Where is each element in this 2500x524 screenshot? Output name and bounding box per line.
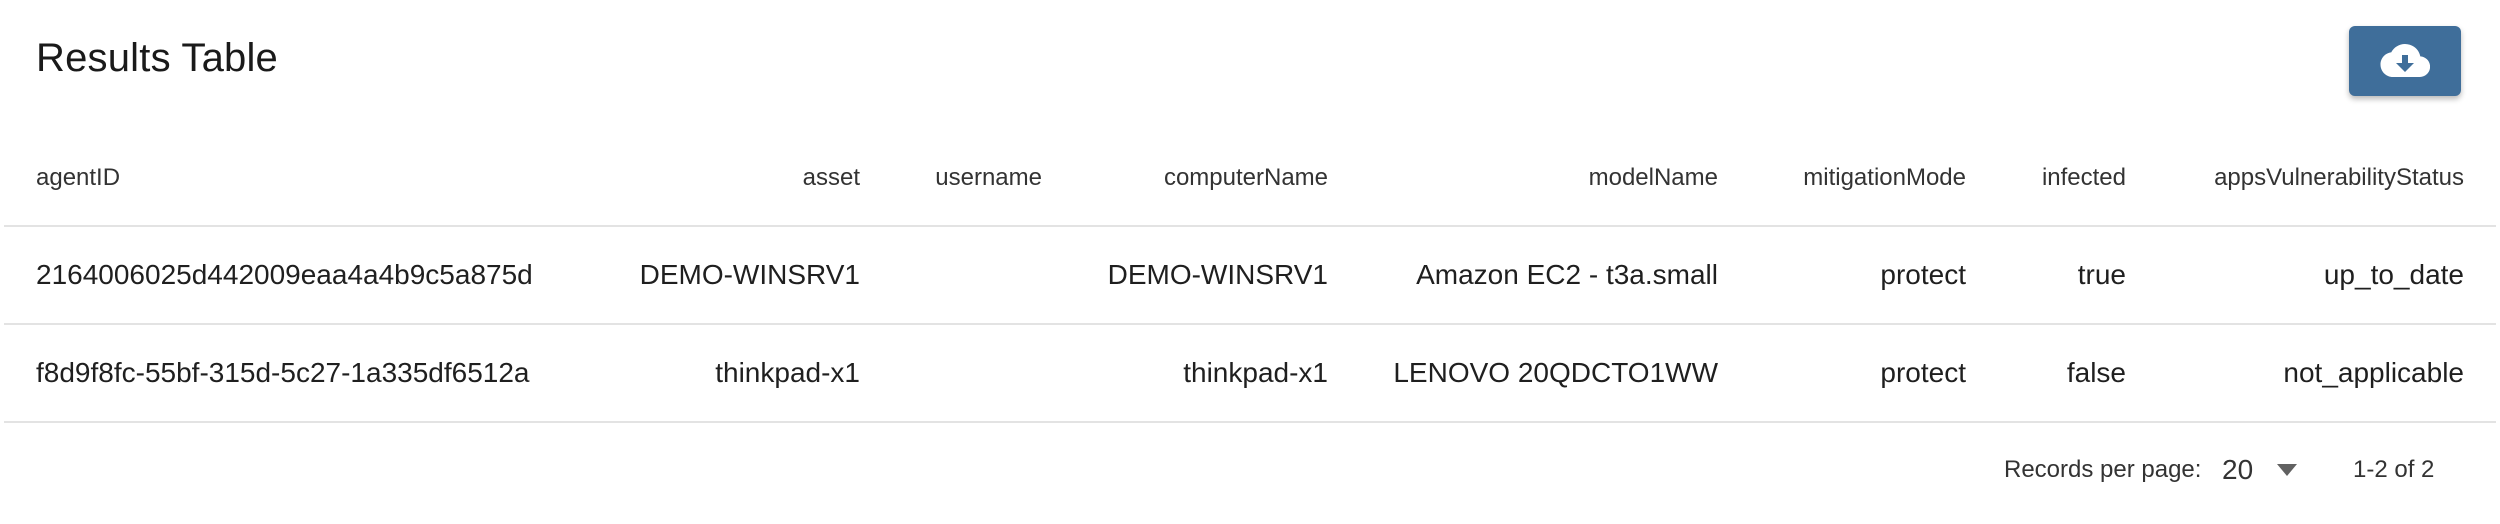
page-title: Results Table bbox=[36, 36, 278, 80]
cell-computername: DEMO-WINSRV1 bbox=[1074, 226, 1360, 325]
column-header-infected[interactable]: infected bbox=[1998, 130, 2158, 227]
column-header-asset[interactable]: asset bbox=[584, 130, 892, 227]
table-header-row: agentID asset username computerName mode… bbox=[4, 130, 2496, 227]
cell-agentid: f8d9f8fc-55bf-315d-5c27-1a335df6512a bbox=[4, 324, 584, 423]
download-button[interactable] bbox=[2349, 26, 2461, 96]
cell-modelname: LENOVO 20QDCTO1WW bbox=[1360, 324, 1750, 423]
column-header-appsvulnerabilitystatus[interactable]: appsVulnerabilityStatus bbox=[2158, 130, 2496, 227]
cell-asset: thinkpad-x1 bbox=[584, 324, 892, 423]
pagination-range: 1-2 of 2 bbox=[2353, 456, 2435, 483]
records-per-page-select[interactable]: 20 bbox=[2222, 450, 2298, 490]
column-header-agentid[interactable]: agentID bbox=[4, 130, 584, 227]
page-size-value: 20 bbox=[2222, 454, 2254, 485]
cell-mitigationmode: protect bbox=[1750, 324, 1998, 423]
table-row[interactable]: 2164006025d442009eaa4a4b9c5a875d DEMO-WI… bbox=[4, 226, 2496, 325]
cell-username bbox=[892, 324, 1074, 423]
column-header-username[interactable]: username bbox=[892, 130, 1074, 227]
cell-mitigationmode: protect bbox=[1750, 226, 1998, 325]
cell-infected: true bbox=[1998, 226, 2158, 325]
cloud-download-icon bbox=[2380, 44, 2430, 77]
table-row[interactable]: f8d9f8fc-55bf-315d-5c27-1a335df6512a thi… bbox=[4, 324, 2496, 423]
column-header-modelname[interactable]: modelName bbox=[1360, 130, 1750, 227]
cell-username bbox=[892, 226, 1074, 325]
column-header-mitigationmode[interactable]: mitigationMode bbox=[1750, 130, 1998, 227]
cell-asset: DEMO-WINSRV1 bbox=[584, 226, 892, 325]
column-header-computername[interactable]: computerName bbox=[1074, 130, 1360, 227]
records-per-page-label: Records per page: bbox=[2004, 456, 2202, 483]
caret-down-icon bbox=[2277, 464, 2298, 476]
cell-infected: false bbox=[1998, 324, 2158, 423]
pagination: Records per page: 20 1-2 of 2 bbox=[0, 450, 2500, 490]
results-table: agentID asset username computerName mode… bbox=[4, 130, 2496, 423]
cell-appsvulnerabilitystatus: up_to_date bbox=[2158, 226, 2496, 325]
cell-appsvulnerabilitystatus: not_applicable bbox=[2158, 324, 2496, 423]
cell-computername: thinkpad-x1 bbox=[1074, 324, 1360, 423]
cell-modelname: Amazon EC2 - t3a.small bbox=[1360, 226, 1750, 325]
cell-agentid: 2164006025d442009eaa4a4b9c5a875d bbox=[4, 226, 584, 325]
